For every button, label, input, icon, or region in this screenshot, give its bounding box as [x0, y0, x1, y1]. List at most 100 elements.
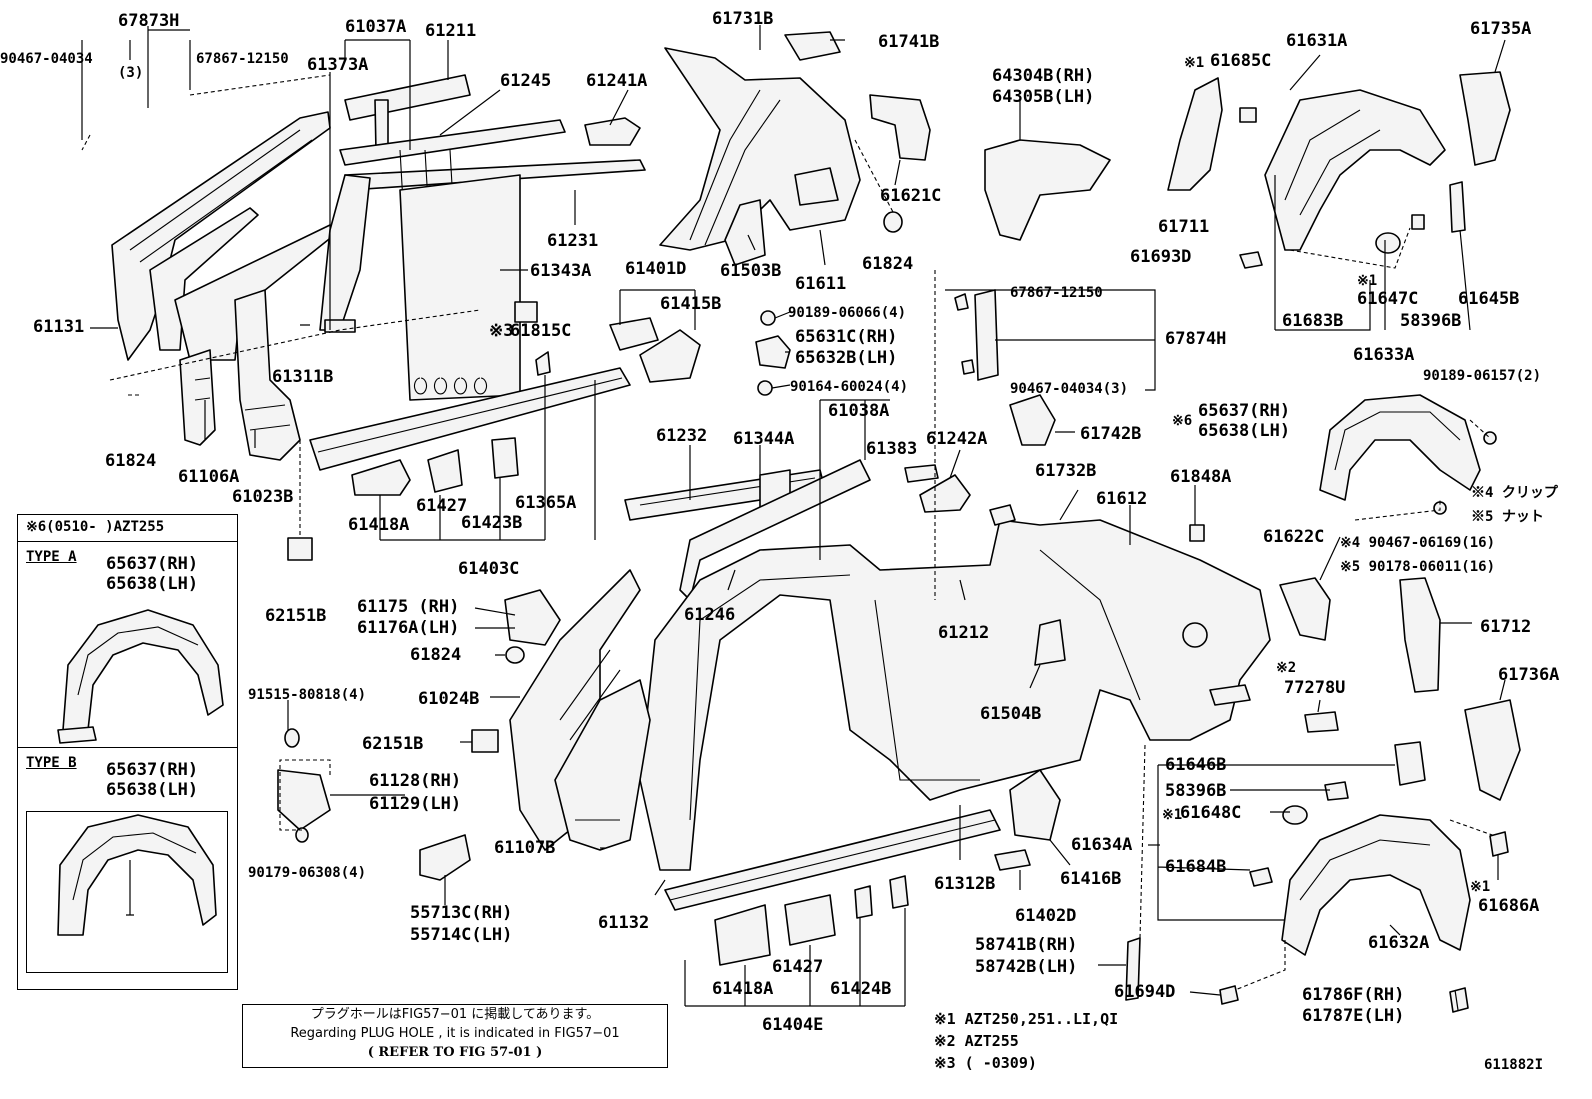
part-label: 61504B: [980, 704, 1042, 724]
part-label: 90467-04034: [0, 51, 93, 67]
part-label: 61423B: [461, 513, 523, 533]
part-61402d: [994, 849, 1031, 871]
part-label: 61711: [1158, 217, 1210, 237]
part-label: 64305B(LH): [992, 87, 1095, 107]
part-label: 61632A: [1368, 933, 1430, 953]
part-label: 91515-80818(4): [248, 687, 367, 703]
part-label: 61212: [938, 623, 990, 643]
part-label: 61131: [33, 317, 85, 337]
part-label: 61683B: [1282, 311, 1344, 331]
part-label: ※6: [1172, 413, 1193, 429]
rear-wheelhouse-outer: [1264, 89, 1466, 254]
part-label: 65638(LH): [1198, 421, 1291, 441]
part-label: 67867-12150: [196, 51, 289, 67]
part-61416b: [1009, 769, 1061, 841]
part-label: 61741B: [878, 32, 940, 52]
part-label: 61693D: [1130, 247, 1192, 267]
part-label: 61418A: [348, 515, 410, 535]
part-61742b: [1009, 394, 1056, 446]
part-label: 61634A: [1071, 835, 1133, 855]
type-b-lh: 65638(LH): [106, 780, 199, 800]
part-label: ※4 クリップ: [1471, 485, 1558, 501]
part-61621c: [869, 94, 931, 161]
part-label: 61742B: [1080, 424, 1142, 444]
front-body-pillar: [504, 569, 651, 851]
body-side-outer: [639, 504, 1271, 871]
part-61504b: [1034, 619, 1066, 666]
part-label: ※3: [489, 321, 514, 341]
part-label: 61686A: [1478, 896, 1540, 916]
type-a-lh: 65638(LH): [106, 574, 199, 594]
part-label: 61824: [105, 451, 157, 471]
part-label: 61424B: [830, 979, 892, 999]
part-61848a: [1189, 524, 1205, 542]
part-58741b: [1125, 937, 1141, 1001]
type-b-frame: [26, 811, 228, 973]
part-label: ※5 90178-06011(16): [1340, 559, 1496, 575]
part-label: 61404E: [762, 1015, 824, 1035]
roof-side-rails: [319, 74, 646, 401]
part-label: 77278U: [1284, 678, 1346, 698]
note-line-en: Regarding PLUG HOLE , it is indicated in…: [290, 1026, 620, 1041]
part-label: 62151B: [265, 606, 327, 626]
part-label: 67874H: [1165, 329, 1227, 349]
part-label: 61175 (RH): [357, 597, 460, 617]
part-label: 61621C: [880, 186, 942, 206]
part-label: 61622C: [1263, 527, 1325, 547]
part-label: 61712: [1480, 617, 1532, 637]
dashed-lines: [81, 74, 1496, 991]
footnote-1: ※1 AZT250,251..LI,QI: [934, 1010, 1119, 1028]
part-label: 61731B: [712, 9, 774, 29]
part-label: 90164-60024(4): [790, 379, 909, 395]
type-a-rh: 65637(RH): [106, 554, 199, 574]
part-label: 58741B(RH): [975, 935, 1078, 955]
type-b-rh: 65637(RH): [106, 760, 199, 780]
part-label: ※1: [1184, 55, 1205, 71]
part-label: 61815C: [510, 321, 572, 341]
part-label: ※1: [1470, 879, 1491, 895]
part-label: 61646B: [1165, 755, 1227, 775]
part-label: 90189-06066(4): [788, 305, 907, 321]
part-label: 61685C: [1210, 51, 1272, 71]
part-label: 61176A(LH): [357, 618, 460, 638]
part-64304b: [984, 139, 1111, 241]
part-label: 55714C(LH): [410, 925, 513, 945]
part-label: 62151B: [362, 734, 424, 754]
leader-lines: [81, 25, 1506, 1011]
part-label: 61415B: [660, 294, 722, 314]
quarter-inner-panel: [659, 31, 861, 266]
part-61693d: [1239, 251, 1263, 269]
part-label: ※1: [1162, 807, 1183, 823]
part-label: ※2: [1276, 660, 1297, 676]
part-label: 61106A: [178, 467, 240, 487]
part-label: 61787E(LH): [1302, 1006, 1405, 1026]
part-label: 65631C(RH): [795, 327, 898, 347]
part-label: 61245: [500, 71, 552, 91]
part-label: 61684B: [1165, 857, 1227, 877]
part-label: 61023B: [232, 487, 294, 507]
part-label: 61403C: [458, 559, 520, 579]
plug-hole-note: プラグホールはFIG57−01 に掲載してあります。 Regarding PLU…: [242, 1004, 668, 1068]
part-67874h: [974, 289, 999, 381]
part-label: 61416B: [1060, 869, 1122, 889]
part-61735a: [1459, 71, 1511, 166]
type-a-label: TYPE A: [26, 549, 77, 565]
part-label: 61344A: [733, 429, 795, 449]
part-label: 61503B: [720, 261, 782, 281]
part-label: 61824: [862, 254, 914, 274]
part-label: 61129(LH): [369, 794, 462, 814]
part-label: 67867-12150: [1010, 285, 1103, 301]
clip-65631c: [755, 310, 791, 396]
part-label: 61824: [410, 645, 462, 665]
part-label: 58742B(LH): [975, 957, 1078, 977]
part-61712: [1399, 577, 1441, 693]
part-77278u: [1304, 711, 1339, 733]
rear-wheelhouse-inner: [1249, 741, 1509, 1013]
part-label: 61611: [795, 274, 847, 294]
part-label: 90189-06157(2): [1423, 368, 1542, 384]
rocker-inner-assembly: [309, 351, 631, 496]
part-label: 61735A: [1470, 19, 1532, 39]
part-label: 61736A: [1498, 665, 1560, 685]
rocker-outer-assembly: [664, 809, 1001, 966]
